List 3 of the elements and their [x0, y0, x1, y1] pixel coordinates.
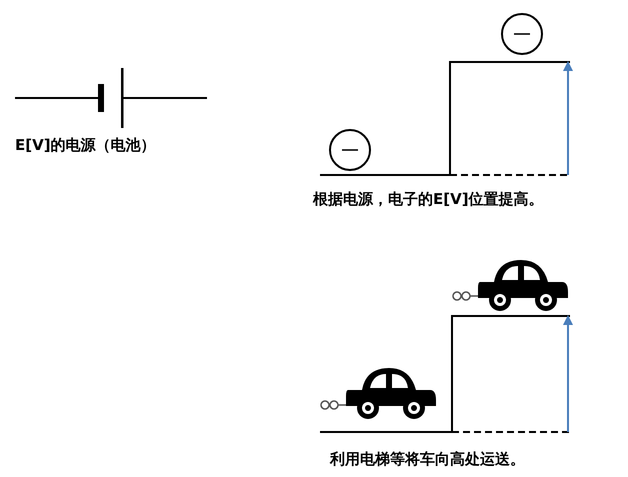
caption-text: E[V]的电源（电池） — [15, 136, 156, 155]
caption-text: 利用电梯等将车向高处运送。 — [330, 450, 525, 469]
caption-text: 根据电源，电子的E[V]位置提高。 — [313, 190, 544, 209]
